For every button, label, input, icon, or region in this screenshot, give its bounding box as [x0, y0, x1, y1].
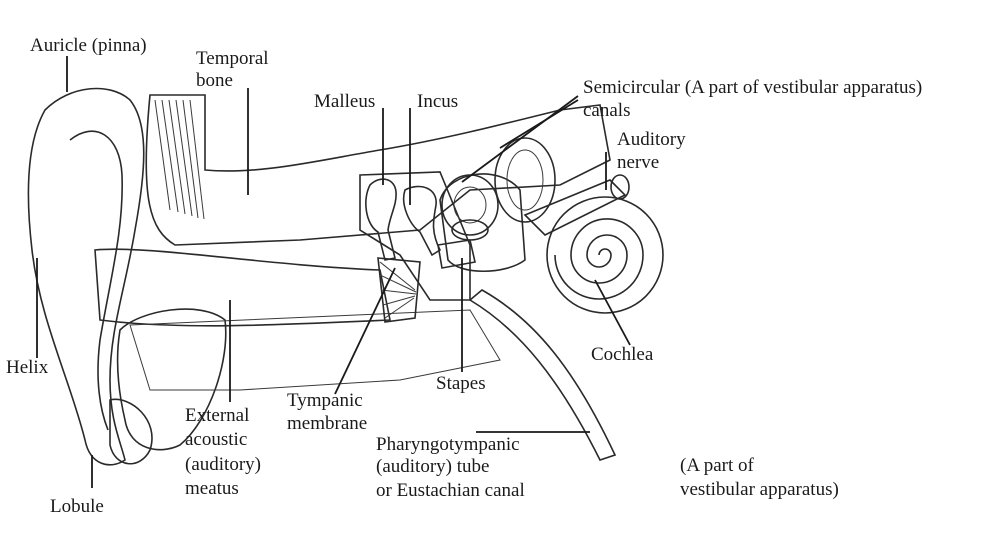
label-stapes: Stapes [436, 373, 486, 394]
leader-tympanic [334, 267, 396, 395]
label-semicircular: Semicircular (A part of vestibular appar… [583, 77, 922, 98]
middle-ear-cavity [359, 171, 471, 301]
label-pharyngo-3: or Eustachian canal [376, 480, 525, 501]
label-external: External [185, 405, 249, 426]
tympanic-rays [379, 261, 417, 319]
temporal-bone-shape [145, 94, 611, 246]
label-vestibular-2: vestibular apparatus) [680, 479, 839, 500]
label-lobule: Lobule [50, 496, 104, 517]
label-external-4: meatus [185, 478, 239, 499]
label-auditory-nerve-2: nerve [617, 152, 659, 173]
auricle-shape [27, 87, 145, 466]
label-auditory-nerve: Auditory [617, 129, 686, 150]
label-tympanic-2: membrane [287, 413, 367, 434]
leader-lines [36, 56, 631, 488]
label-external-2: acoustic [185, 429, 247, 450]
labels: Auricle (pinna) Temporal bone Malleus In… [6, 35, 922, 517]
external-canal-shape [94, 248, 391, 327]
label-temporal-bone-2: bone [196, 70, 233, 91]
leader-cochlea [594, 279, 631, 346]
label-pharyngo-2: (auditory) tube [376, 456, 489, 477]
label-cochlea: Cochlea [591, 344, 654, 365]
auditory-nerve-shape [523, 179, 627, 236]
label-auricle: Auricle (pinna) [30, 35, 147, 56]
label-helix: Helix [6, 357, 49, 378]
malleus-shape [365, 178, 397, 261]
leader-semicircular-a [461, 95, 579, 183]
lobule-shape [109, 398, 153, 465]
cochlea-shape [546, 196, 664, 314]
label-semicircular-2: canals [583, 100, 630, 121]
eustachian-tube-shape [468, 289, 617, 461]
incus-shape [402, 185, 442, 257]
label-malleus: Malleus [314, 91, 375, 112]
label-pharyngo: Pharyngotympanic [376, 434, 520, 455]
label-vestibular: (A part of [680, 455, 755, 476]
semicircular-canal-3 [451, 219, 489, 241]
concha-shape [116, 308, 227, 451]
temporal-fibers [154, 99, 205, 220]
semicircular-canal-2 [494, 137, 556, 223]
ear-drawing [27, 87, 664, 466]
label-temporal-bone: Temporal [196, 48, 269, 69]
tympanic-membrane-shape [377, 257, 421, 323]
leader-semicircular-b [499, 99, 579, 149]
label-tympanic: Tympanic [287, 390, 363, 411]
stapes-shape [437, 239, 476, 269]
label-external-3: (auditory) [185, 454, 261, 475]
label-incus: Incus [417, 91, 458, 112]
canal-lower-tissue [129, 309, 501, 391]
auricle-inner-fold [69, 130, 123, 431]
